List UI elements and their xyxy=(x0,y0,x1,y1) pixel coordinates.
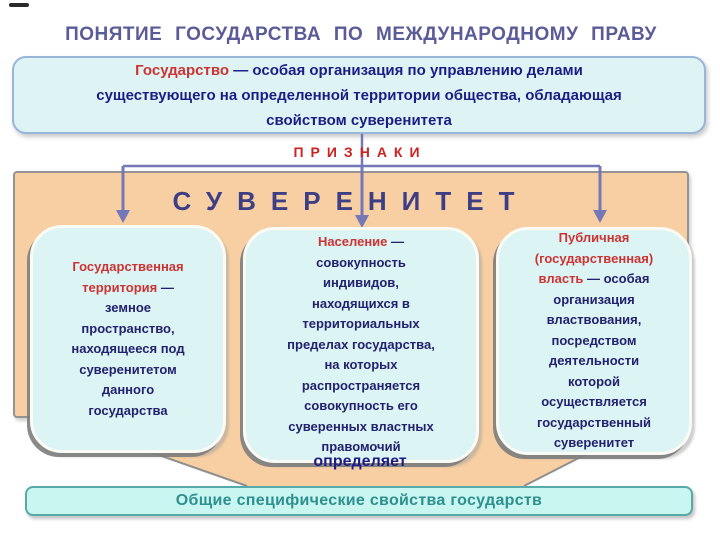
footer-label: Общие специфические свойства государств xyxy=(175,492,543,509)
footer-bar: Общие специфические свойства государств xyxy=(25,486,693,516)
defines-label: определяет xyxy=(313,453,407,470)
definition-term: Государство xyxy=(135,61,230,79)
definition-text: Государство — особая организация по упра… xyxy=(96,58,622,133)
feature-box-power: Публичная (государственная) власть — осо… xyxy=(496,227,692,455)
population-body: — совокупность индивидов, находящихся в … xyxy=(287,234,435,455)
population-term: Население xyxy=(317,234,388,250)
power-text: Публичная (государственная) власть — осо… xyxy=(531,228,657,454)
territory-term: Государственная территория xyxy=(72,259,184,295)
territory-body: — земное пространство, находящееся под с… xyxy=(71,279,185,418)
power-body: — особая организация властвования, посре… xyxy=(536,271,652,451)
definition-body: — особая организация по управлению делам… xyxy=(96,61,622,129)
feature-box-population: Население — совокупность индивидов, нахо… xyxy=(243,227,479,463)
definition-box: Государство — особая организация по упра… xyxy=(12,56,706,134)
territory-text: Государственная территория — земное прос… xyxy=(67,257,188,421)
sovereignty-label: СУВЕРЕНИТЕТ xyxy=(172,186,530,216)
power-term: Публичная (государственная) власть xyxy=(534,230,654,287)
page-title: ПОНЯТИЕ ГОСУДАРСТВА ПО МЕЖДУНАРОДНОМУ ПР… xyxy=(65,24,657,45)
population-text: Население — совокупность индивидов, нахо… xyxy=(283,232,439,458)
corner-artifact xyxy=(9,3,29,7)
priznaki-label: ПРИЗНАКИ xyxy=(293,144,427,160)
feature-box-territory: Государственная территория — земное прос… xyxy=(30,225,226,453)
